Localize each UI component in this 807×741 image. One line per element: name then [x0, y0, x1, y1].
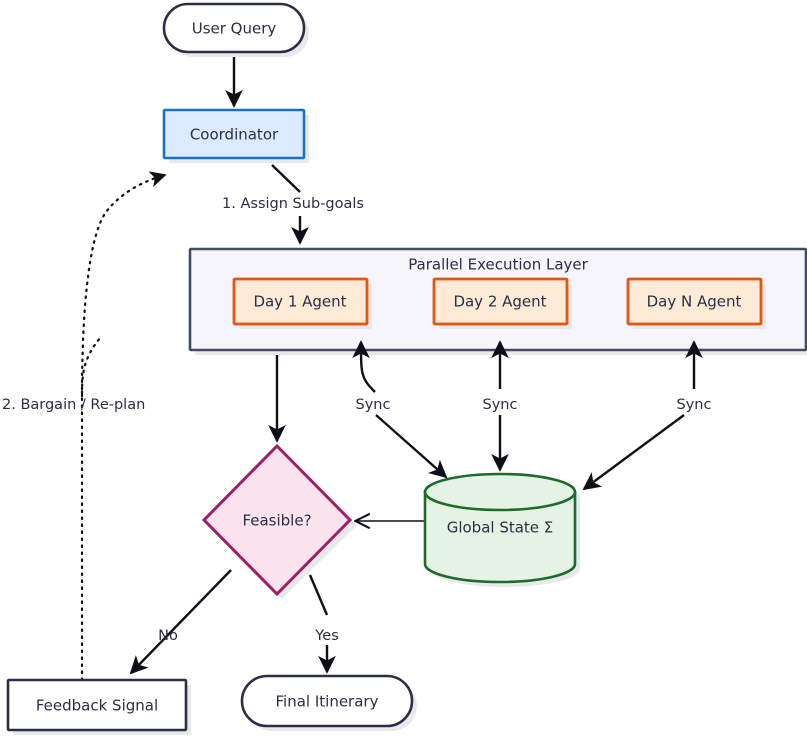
edge-feedback-to-coordinator-dotted-lower: [80, 336, 102, 682]
edge-day1-sync-up: [352, 340, 376, 393]
day-n-agent-label: Day N Agent: [647, 293, 742, 311]
edge-feasible-yes-diagonal: [308, 574, 329, 616]
user-query-label: User Query: [192, 20, 277, 38]
node-feasible-decision[interactable]: Feasible?: [201, 443, 357, 599]
edge-label-assign-subgoals: 1. Assign Sub-goals: [222, 196, 364, 212]
edge-feedback-to-coordinator-dotted-upper: [80, 171, 167, 398]
node-day-1-agent[interactable]: Day 1 Agent: [232, 277, 372, 329]
feasible-shape[interactable]: [201, 443, 353, 597]
edge-coordinator-to-parallel-diagonal: [271, 164, 301, 193]
edge-dayN-sync-down: [582, 414, 685, 491]
edge-label-sync-dayn: Sync: [677, 397, 712, 413]
node-day-n-agent[interactable]: Day N Agent: [626, 277, 766, 329]
day-2-agent-label: Day 2 Agent: [453, 293, 546, 311]
day-1-agent-shape[interactable]: [232, 277, 369, 326]
feedback-signal-label: Feedback Signal: [36, 697, 158, 715]
edge-label-no: No: [158, 628, 178, 644]
edge-label-bargain-replan: 2. Bargain / Re-plan: [2, 397, 145, 413]
day-n-agent-shape[interactable]: [626, 277, 763, 326]
edge-day1-sync-down: [375, 414, 448, 479]
user-query-shape[interactable]: [162, 2, 306, 54]
feasible-label: Feasible?: [242, 512, 311, 530]
edge-feasible-no-to-feedback: [129, 569, 232, 675]
node-user-query[interactable]: User Query: [162, 2, 309, 57]
global-state-top: [423, 472, 577, 512]
edge-label-sync-day2: Sync: [483, 397, 518, 413]
node-final-itinerary[interactable]: Final Itinerary: [240, 674, 417, 731]
node-coordinator[interactable]: Coordinator: [162, 108, 309, 163]
node-feedback-signal[interactable]: Feedback Signal: [6, 678, 191, 735]
edge-label-sync-day1: Sync: [356, 397, 391, 413]
final-itinerary-shape[interactable]: [240, 674, 414, 728]
day-2-agent-shape[interactable]: [432, 277, 569, 326]
global-state-label: Global State Σ: [447, 519, 554, 537]
parallel-execution-layer-title: Parallel Execution Layer: [408, 256, 588, 274]
global-state-body[interactable]: [423, 490, 577, 584]
coordinator-shape[interactable]: [162, 108, 306, 160]
final-itinerary-label: Final Itinerary: [276, 693, 379, 711]
feedback-signal-shape[interactable]: [6, 678, 188, 732]
node-day-2-agent[interactable]: Day 2 Agent: [432, 277, 572, 329]
coordinator-label: Coordinator: [190, 126, 279, 144]
edge-label-yes: Yes: [314, 628, 338, 644]
day-1-agent-label: Day 1 Agent: [253, 293, 346, 311]
node-global-state[interactable]: Global State Σ: [423, 472, 580, 587]
